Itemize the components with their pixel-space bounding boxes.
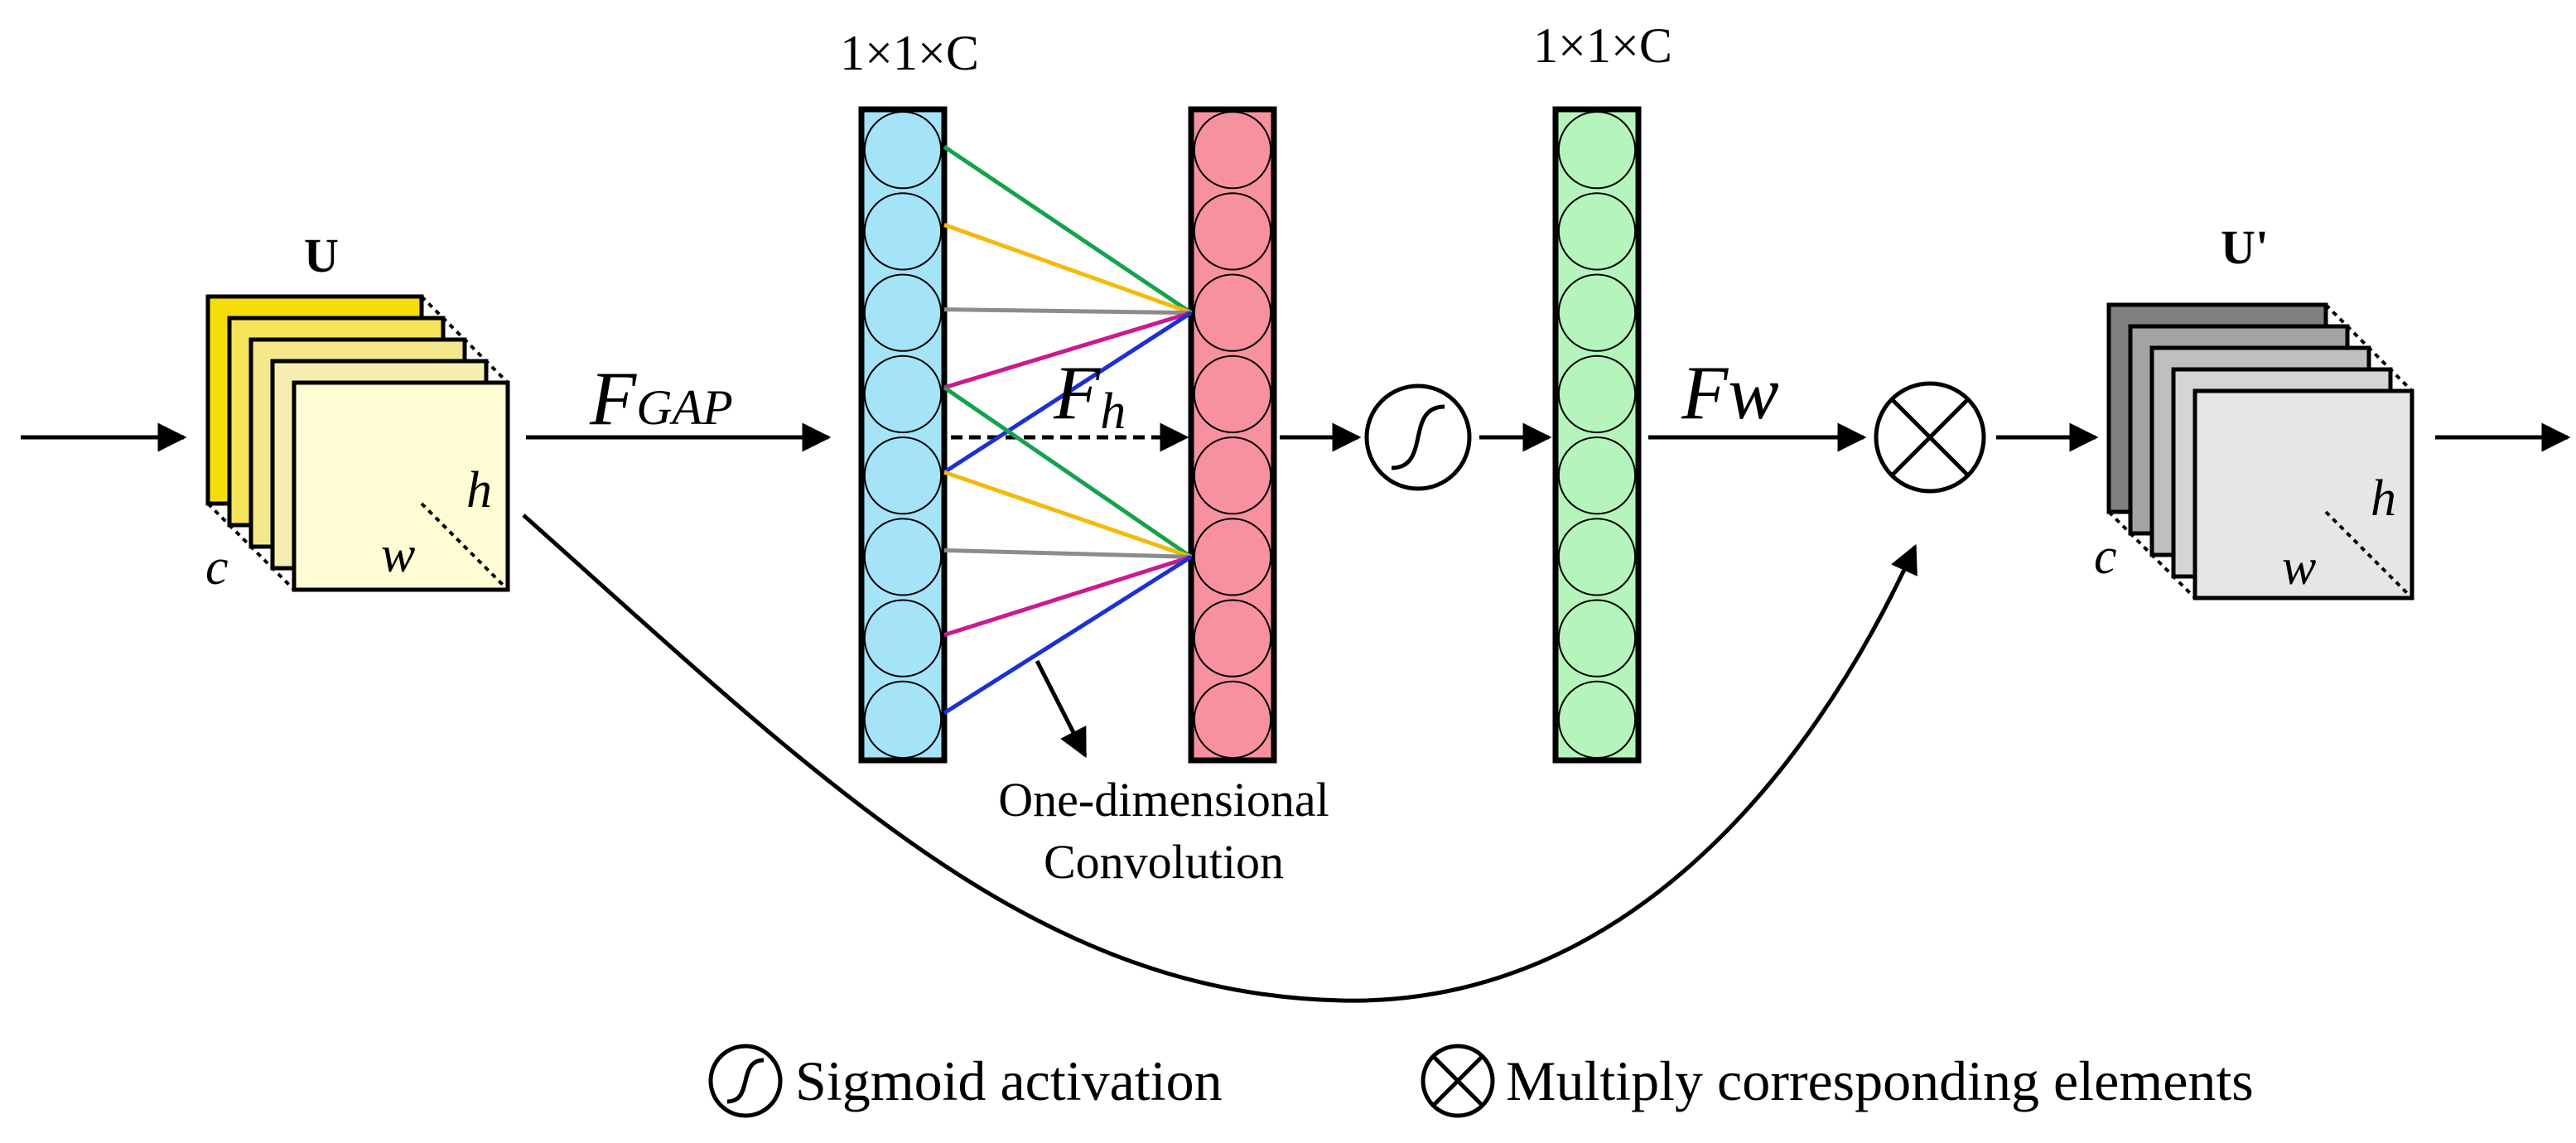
output-title: U' bbox=[2221, 220, 2269, 274]
sigmoid-operator bbox=[1364, 383, 1472, 491]
conv-label-line2: Convolution bbox=[1044, 835, 1284, 889]
conv-output-node bbox=[1193, 111, 1272, 190]
gap-vector-column bbox=[858, 106, 948, 764]
multiply-legend-icon bbox=[1421, 1044, 1495, 1118]
weights-node bbox=[1557, 111, 1637, 190]
weights-node bbox=[1557, 354, 1637, 433]
output-tensor-depth-edge bbox=[2324, 510, 2414, 600]
gap-vector-node bbox=[863, 354, 943, 433]
sigmoid-legend-label: Sigmoid activation bbox=[795, 1049, 1223, 1112]
conv-connection-line bbox=[943, 145, 1193, 315]
weights-node bbox=[1557, 436, 1637, 515]
gap-vector-node bbox=[863, 436, 943, 515]
conv-output-column bbox=[1188, 106, 1277, 764]
fh-label-sub: h bbox=[1100, 383, 1126, 440]
shape-label-gap: 1×1×C bbox=[840, 26, 979, 80]
conv-connection-line bbox=[943, 470, 1192, 559]
input-dim-c: c bbox=[205, 539, 229, 596]
conv-output-node bbox=[1193, 518, 1272, 596]
weights-node bbox=[1557, 273, 1637, 352]
gap-vector-node bbox=[863, 273, 943, 352]
output-tensor-U-prime bbox=[2106, 302, 2414, 600]
shape-label-weights: 1×1×C bbox=[1533, 18, 1672, 73]
conv-connections bbox=[943, 145, 1193, 715]
conv-connection-line bbox=[943, 311, 1193, 475]
output-dim-w: w bbox=[2282, 539, 2316, 596]
gap-vector-node bbox=[863, 518, 943, 596]
gap-label-sub: GAP bbox=[636, 380, 733, 435]
gap-vector-node bbox=[863, 680, 943, 759]
output-tensor-depth-edge bbox=[2324, 303, 2414, 393]
skip-connection-curve bbox=[522, 514, 1918, 1003]
conv-connection-line bbox=[943, 385, 1193, 559]
fh-label-main: F bbox=[1053, 350, 1101, 435]
conv-output-node bbox=[1193, 354, 1272, 433]
input-dim-w: w bbox=[381, 527, 415, 583]
fh-label: Fh bbox=[1053, 350, 1126, 440]
conv-connection-line bbox=[943, 555, 1193, 715]
input-tensor-depth-edge bbox=[420, 502, 509, 591]
weights-node bbox=[1557, 192, 1637, 271]
gap-vector-node bbox=[863, 192, 943, 271]
conv-annotation-arrow bbox=[1035, 659, 1088, 759]
legend: Sigmoid activation Multiply correspondin… bbox=[708, 1044, 2254, 1118]
conv-output-node bbox=[1193, 192, 1272, 271]
weights-node bbox=[1557, 518, 1637, 596]
conv-output-node bbox=[1193, 436, 1272, 515]
conv-connection-line bbox=[943, 554, 1192, 638]
conv-connection-line bbox=[943, 311, 1192, 390]
fw-label: Fw bbox=[1681, 350, 1779, 435]
multiply-operator bbox=[1874, 381, 1986, 494]
conv-label-line1: One-dimensional bbox=[998, 773, 1329, 827]
conv-output-node bbox=[1193, 680, 1272, 759]
sigmoid-legend-icon bbox=[708, 1044, 783, 1118]
conv-output-node bbox=[1193, 599, 1272, 678]
multiply-legend-label: Multiply corresponding elements bbox=[1506, 1049, 2254, 1112]
input-dim-h: h bbox=[466, 462, 492, 518]
input-tensor-depth-edge bbox=[420, 295, 509, 384]
weights-node bbox=[1557, 599, 1637, 678]
conv-connection-line bbox=[943, 307, 1192, 316]
output-tensor-depth-edge bbox=[2107, 510, 2197, 600]
gap-label: FGAP bbox=[589, 356, 733, 441]
input-tensor-U bbox=[205, 294, 510, 592]
conv-output-node bbox=[1193, 273, 1272, 352]
input-tensor-depth-edge bbox=[206, 502, 296, 591]
gap-vector-node bbox=[863, 599, 943, 678]
output-dim-c: c bbox=[2094, 528, 2117, 585]
input-title: U bbox=[304, 229, 339, 282]
conv-connection-line bbox=[943, 223, 1192, 315]
weights-column bbox=[1552, 106, 1642, 764]
gap-label-main: F bbox=[589, 356, 637, 441]
gap-vector-node bbox=[863, 111, 943, 190]
conv-connection-line bbox=[943, 547, 1192, 559]
weights-node bbox=[1557, 680, 1637, 759]
output-dim-h: h bbox=[2371, 470, 2396, 527]
